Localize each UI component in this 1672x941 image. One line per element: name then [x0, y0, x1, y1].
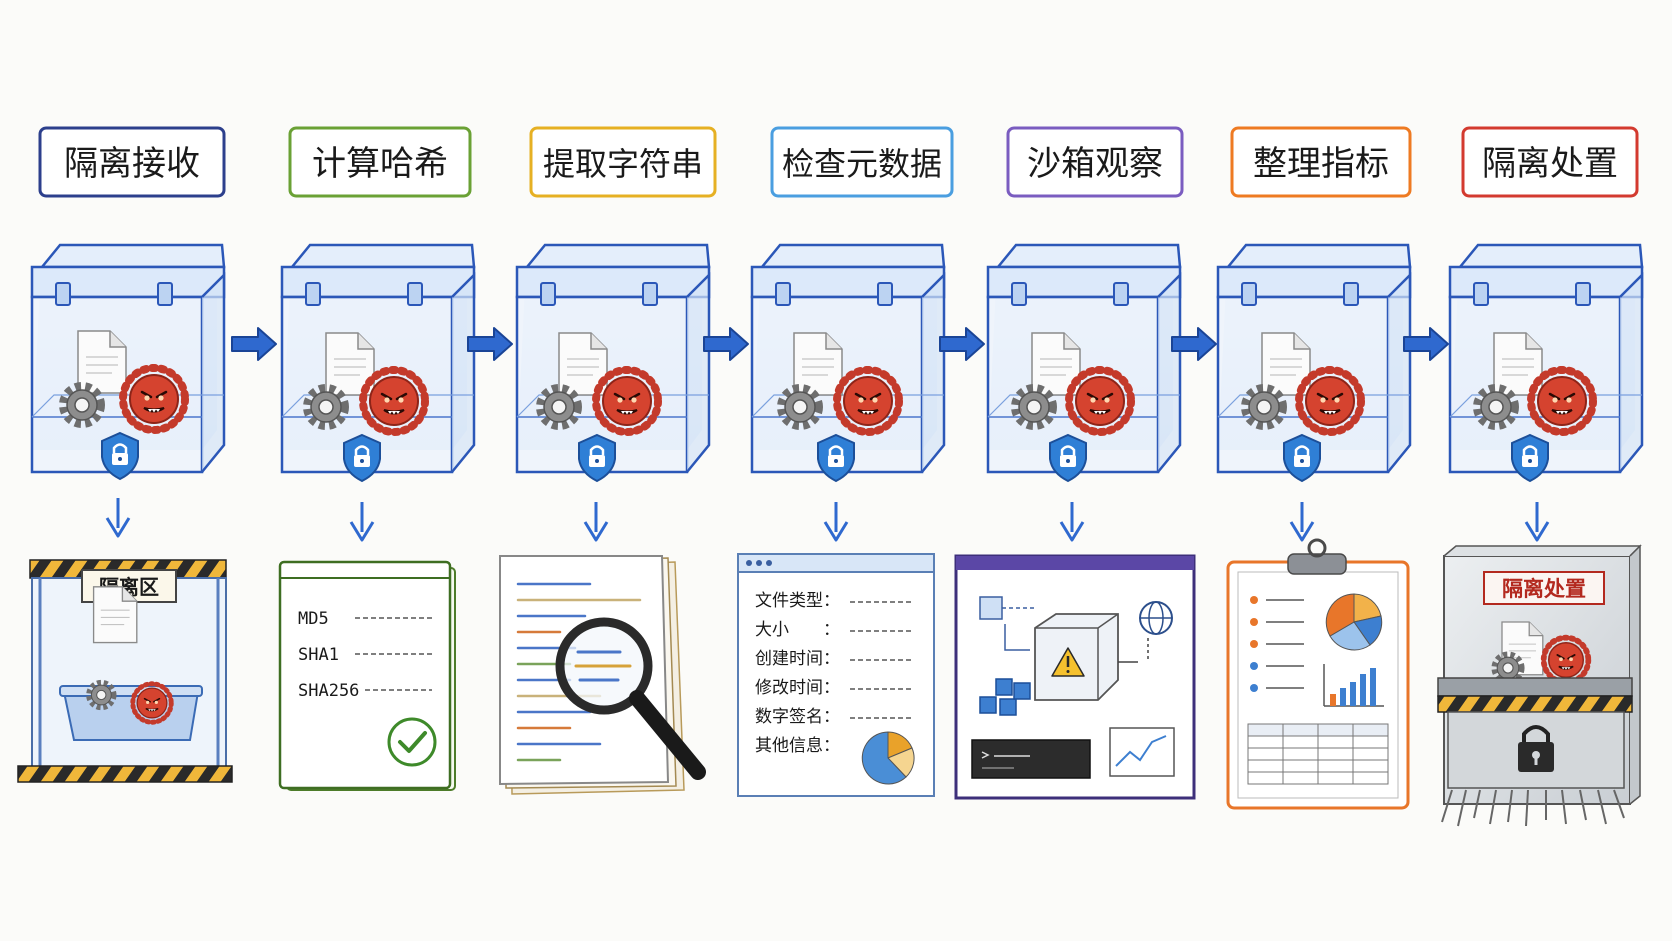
gear-icon — [1015, 388, 1053, 426]
shield-lock-icon — [1510, 433, 1550, 483]
svg-text:检查元数据: 检查元数据 — [782, 145, 942, 183]
hash-card: MD5 SHA1 SHA256 — [278, 560, 456, 791]
svg-text:计算哈希: 计算哈希 — [312, 144, 448, 184]
clipboard-clip — [1287, 538, 1347, 575]
down-arrow-5 — [1059, 500, 1085, 542]
virus-icon — [1299, 370, 1361, 432]
gear-icon — [89, 682, 114, 707]
magnifier-icon — [555, 617, 706, 780]
meta-row-type: 文件类型： — [755, 591, 840, 611]
metadata-card: 文件类型： 大小 ： 创建时间： 修改时间： 数字签名： 其他信息： — [737, 553, 935, 797]
padlock-icon — [1518, 725, 1554, 772]
gear-icon — [781, 388, 819, 426]
gear-icon — [307, 388, 345, 426]
svg-text:整理指标: 整理指标 — [1253, 144, 1389, 184]
stage-title-6: 整理指标 — [1230, 126, 1412, 198]
meta-row-other: 其他信息： — [755, 736, 840, 756]
gear-icon — [1477, 388, 1515, 426]
strings-card — [499, 555, 706, 795]
gear-icon — [63, 386, 101, 424]
container-2 — [280, 243, 476, 483]
shield-lock-icon — [342, 433, 382, 483]
shield-lock-icon — [1048, 433, 1088, 483]
meta-row-created: 创建时间： — [755, 649, 840, 669]
data-table — [1247, 723, 1389, 785]
virus-icon — [133, 684, 171, 722]
container-5 — [986, 243, 1182, 483]
meta-row-size: 大小 ： — [755, 620, 840, 640]
meta-row-signature: 数字签名： — [755, 707, 840, 727]
glass-container-icon — [750, 243, 946, 474]
virus-icon — [1069, 370, 1131, 432]
svg-text:沙箱观察: 沙箱观察 — [1027, 144, 1163, 184]
svg-text:隔离接收: 隔离接收 — [64, 144, 200, 184]
virus-icon — [363, 370, 425, 432]
shield-lock-icon — [1282, 433, 1322, 483]
bullet-list — [1250, 596, 1304, 692]
disposal-card: 隔离处置 — [1437, 544, 1642, 827]
gear-icon — [540, 388, 578, 426]
virus-icon — [1544, 638, 1589, 683]
shredder-slot — [1437, 677, 1633, 697]
glass-container-icon — [1216, 243, 1412, 474]
bar-chart-icon — [1323, 664, 1384, 707]
stage-title-5: 沙箱观察 — [1006, 126, 1184, 198]
sandbox-card — [954, 554, 1196, 800]
flow-arrow-4 — [939, 327, 985, 361]
terminal-panel — [971, 739, 1091, 779]
warning-icon — [1051, 647, 1085, 677]
flow-arrow-3 — [703, 327, 749, 361]
hash-label-sha256: SHA256 — [298, 681, 359, 701]
virus-icon — [596, 370, 658, 432]
line-chart-icon — [1109, 727, 1175, 777]
stage-title-3: 提取字符串 — [529, 126, 717, 198]
document-icon — [92, 586, 138, 644]
container-6 — [1216, 243, 1412, 483]
flow-arrow-1 — [231, 327, 277, 361]
container-1 — [30, 243, 226, 481]
down-arrow-3 — [583, 500, 609, 542]
stage-title-7: 隔离处置 — [1461, 126, 1639, 198]
shield-lock-icon — [816, 433, 856, 483]
pie-chart-icon — [861, 731, 915, 785]
gear-icon — [1245, 388, 1283, 426]
blocks-icon — [979, 678, 1031, 716]
stage-title-4: 检查元数据 — [770, 126, 954, 198]
hash-label-sha1: SHA1 — [298, 645, 339, 665]
document-icon — [77, 330, 127, 394]
disposal-sign: 隔离处置 — [1502, 577, 1586, 601]
virus-icon — [837, 370, 899, 432]
glass-container-icon — [986, 243, 1182, 474]
meta-row-modified: 修改时间： — [755, 678, 840, 698]
quarantine-zone-card: 隔离区 — [17, 559, 233, 783]
container-3 — [515, 243, 711, 483]
hash-label-md5: MD5 — [298, 609, 329, 629]
svg-text:提取字符串: 提取字符串 — [543, 145, 703, 183]
sandbox-cube — [1034, 613, 1119, 701]
stage-title-2: 计算哈希 — [288, 126, 472, 198]
shield-lock-icon — [577, 433, 617, 483]
document-icon — [793, 332, 843, 396]
down-arrow-7 — [1524, 500, 1550, 542]
down-arrow-4 — [823, 500, 849, 542]
svg-text:隔离处置: 隔离处置 — [1482, 144, 1618, 184]
virus-icon — [1531, 370, 1593, 432]
shred-strips — [1441, 789, 1625, 827]
down-arrow-6 — [1289, 500, 1315, 542]
check-icon — [387, 717, 437, 767]
glass-container-icon — [515, 243, 711, 474]
down-arrow-2 — [349, 500, 375, 542]
container-7 — [1448, 243, 1644, 483]
stage-title-1: 隔离接收 — [38, 126, 226, 198]
glass-container-icon — [1448, 243, 1644, 474]
glass-container-icon — [280, 243, 476, 474]
indicators-card — [1226, 538, 1410, 810]
globe-icon — [1139, 601, 1173, 635]
pie-chart-icon — [1325, 593, 1383, 651]
virus-icon — [123, 368, 185, 430]
container-4 — [750, 243, 946, 483]
down-arrow-1 — [105, 496, 131, 538]
